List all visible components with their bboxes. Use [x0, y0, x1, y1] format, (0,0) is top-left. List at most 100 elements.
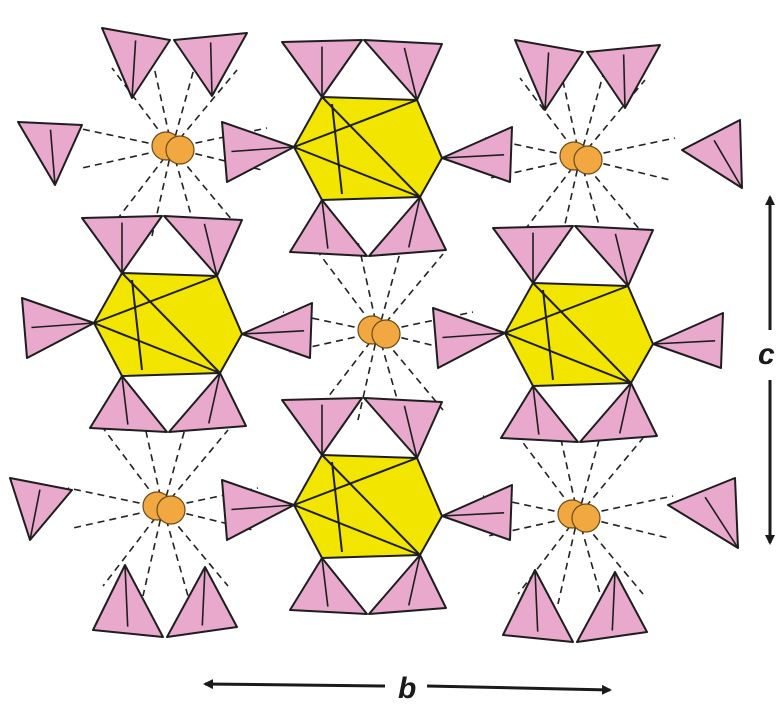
- tetrahedron-edge: [49, 129, 56, 186]
- axis-b: b: [203, 672, 612, 704]
- axis-b-label: b: [398, 672, 416, 704]
- tetrahedron-face: [576, 571, 648, 643]
- cation-atom: [165, 135, 195, 165]
- tetrahedron-face: [652, 312, 724, 369]
- cation-pair: [557, 499, 601, 533]
- tetrahedron-face: [500, 385, 579, 443]
- axis-c: c: [758, 195, 775, 545]
- tetrahedron-face: [574, 225, 654, 287]
- tetrahedron: [281, 397, 363, 456]
- octahedron-face: [293, 96, 443, 201]
- octahedron-face: [93, 272, 243, 377]
- tetrahedron-edge: [231, 146, 295, 153]
- tetrahedron-edge: [121, 375, 129, 425]
- tetrahedron: [441, 484, 513, 541]
- cation-atom: [571, 503, 601, 533]
- tetrahedron-face: [89, 375, 168, 433]
- dashed-bond: [162, 417, 189, 509]
- octahedron-edge: [93, 322, 221, 374]
- tetrahedron-face: [681, 119, 743, 189]
- tetrahedron-edge: [652, 340, 716, 345]
- octahedron: [504, 282, 654, 387]
- tetrahedron: [17, 121, 83, 186]
- dashed-bond: [317, 331, 379, 411]
- tetrahedron-edge: [611, 571, 616, 631]
- polyhedra-layer: [9, 27, 743, 643]
- cation-pair: [142, 491, 186, 525]
- axis-b-arrow-right: [426, 684, 612, 695]
- tetrahedron-face: [9, 477, 73, 541]
- dashed-bond: [377, 253, 444, 333]
- octahedron: [293, 454, 443, 559]
- octahedron: [293, 96, 443, 201]
- tetrahedron: [502, 569, 574, 643]
- octahedron-face: [504, 282, 654, 387]
- tetrahedron-edge: [622, 54, 626, 109]
- tetrahedron: [163, 215, 243, 277]
- octahedron-edge: [504, 285, 629, 334]
- tetrahedron-edge: [441, 512, 505, 517]
- octahedron-edge: [321, 96, 421, 198]
- tetrahedron: [173, 32, 248, 97]
- octahedron-edge: [504, 332, 632, 384]
- tetrahedron-face: [579, 382, 658, 443]
- tetrahedron-face: [17, 121, 83, 186]
- tetrahedron-edge: [534, 569, 539, 632]
- tetrahedron-edge: [442, 332, 506, 339]
- dashed-bond: [357, 331, 379, 421]
- tetrahedron-edge: [203, 223, 218, 277]
- cation-pair: [357, 315, 401, 349]
- tetrahedron-face: [432, 307, 506, 369]
- octahedron-edge: [131, 279, 143, 371]
- tetrahedron-face: [289, 557, 368, 615]
- cation-atom: [371, 319, 401, 349]
- tetrahedron: [579, 382, 658, 443]
- tetrahedron: [652, 312, 724, 369]
- cation-layer: [142, 131, 603, 533]
- cation-atom: [156, 495, 186, 525]
- tetrahedron-edge: [403, 47, 418, 101]
- axis-b-arrow-left: [203, 679, 386, 690]
- dashed-bond: [579, 67, 606, 159]
- tetrahedron-edge: [403, 405, 418, 459]
- octahedron-edge: [331, 461, 343, 553]
- tetrahedron-edge: [614, 233, 629, 287]
- tetrahedron-edge: [207, 372, 221, 424]
- tetrahedron-face: [166, 566, 238, 638]
- tetrahedron-edge: [321, 199, 329, 249]
- tetrahedron-edge: [441, 154, 505, 159]
- tetrahedron: [101, 27, 171, 99]
- tetrahedron: [241, 302, 313, 359]
- tetrahedron: [441, 126, 513, 183]
- tetrahedron: [281, 39, 363, 98]
- tetrahedron-face: [363, 397, 443, 459]
- tetrahedron: [363, 39, 443, 101]
- dashed-bond: [111, 147, 173, 227]
- tetrahedron: [166, 566, 238, 638]
- tetrahedron-face: [368, 554, 447, 615]
- tetrahedron-face: [363, 39, 443, 101]
- tetrahedron-edge: [231, 504, 295, 511]
- octahedron-edge: [331, 103, 343, 195]
- tetrahedron: [368, 554, 447, 615]
- tetrahedron-edge: [704, 496, 739, 549]
- dashed-bond: [519, 157, 581, 237]
- tetrahedron-face: [502, 569, 574, 643]
- octahedron-edge: [293, 146, 421, 198]
- tetrahedron: [514, 39, 584, 111]
- tetrahedron-face: [221, 121, 295, 183]
- octahedron-edge: [542, 289, 554, 381]
- tetrahedron-face: [289, 199, 368, 257]
- tetrahedron-edge: [124, 564, 129, 627]
- tetrahedron-face: [21, 297, 95, 359]
- tetrahedron: [500, 385, 579, 443]
- tetrahedron-edge: [713, 139, 743, 189]
- tetrahedron: [574, 225, 654, 287]
- tetrahedron-face: [667, 477, 739, 549]
- tetrahedron: [576, 571, 648, 643]
- tetrahedron-face: [514, 39, 584, 111]
- dashed-bond: [577, 437, 644, 517]
- octahedron-edge: [121, 272, 221, 374]
- cation-atom: [573, 145, 603, 175]
